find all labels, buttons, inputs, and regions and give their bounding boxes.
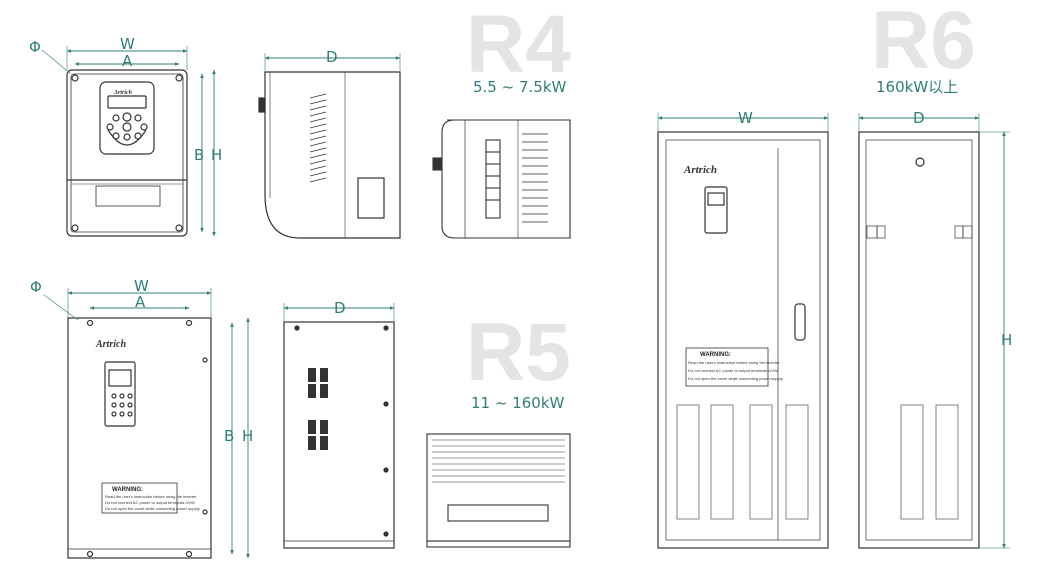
r5-group: Artrich WARNING: Read the user's instruc… [30,277,571,559]
r4-b-label: B [194,146,204,164]
r4-bottom-view [432,119,571,239]
r5-model-name: R5 [466,307,571,398]
r4-h-label: H [211,146,222,164]
r6-warning-line-2: Do not connect AC power to output termin… [688,368,778,373]
r4-side-view [258,71,401,239]
r4-phi-label: Φ [29,38,41,56]
r4-a-label: A [122,52,133,70]
r5-warning-line-3: Do not open the cover while connecting p… [105,506,200,511]
r6-d-label: D [913,109,925,127]
r4-brand-logo: Artrich [113,90,133,96]
r4-d-label: D [326,48,338,66]
r4-group: Artrich Φ W A B H [29,0,571,239]
r5-warning-line-2: Do not connect AC power to output termin… [105,500,195,505]
r5-warning-title: WARNING: [112,487,143,493]
r4-front-view [66,69,188,237]
r5-b-label: B [224,427,234,445]
r4-model-name: R4 [466,0,571,90]
r5-warning-line-1: Read the user's instruction before using… [105,494,197,499]
r5-front-view [67,317,212,559]
r6-front-view [657,131,829,549]
r5-side-view [283,321,395,549]
r6-group: Artrich WARNING: Read the user's instruc… [657,0,1012,549]
r6-warning-line-3: Do not open the cover while connecting p… [688,376,783,381]
r4-side-dimension [264,53,401,72]
r5-side-dimension [283,303,395,322]
r6-warning-title: WARNING: [700,352,731,358]
r5-front-dimensions [43,288,250,559]
r6-power-range: 160kW以上 [876,78,958,96]
r4-w-label: W [120,35,135,53]
r5-brand-logo: Artrich [95,339,126,350]
r6-front-dimension [657,113,829,132]
r5-w-label: W [134,277,149,295]
r6-model-name: R6 [871,0,976,86]
r6-side-view [858,131,980,549]
r6-warning-line-1: Read the user's instruction before using… [688,360,780,365]
r5-bottom-view [426,433,571,548]
r5-a-label: A [135,293,146,311]
r5-phi-label: Φ [30,278,42,296]
r6-side-dimensions [858,113,1010,549]
r5-d-label: D [334,299,346,317]
r6-w-label: W [738,109,753,127]
r6-brand-logo: Artrich [683,164,717,176]
r4-front-dimensions [41,46,216,237]
r6-h-label: H [1001,331,1012,349]
r4-power-range: 5.5 ~ 7.5kW [473,78,567,96]
r5-h-label: H [242,427,253,445]
r5-power-range: 11 ~ 160kW [471,394,565,412]
